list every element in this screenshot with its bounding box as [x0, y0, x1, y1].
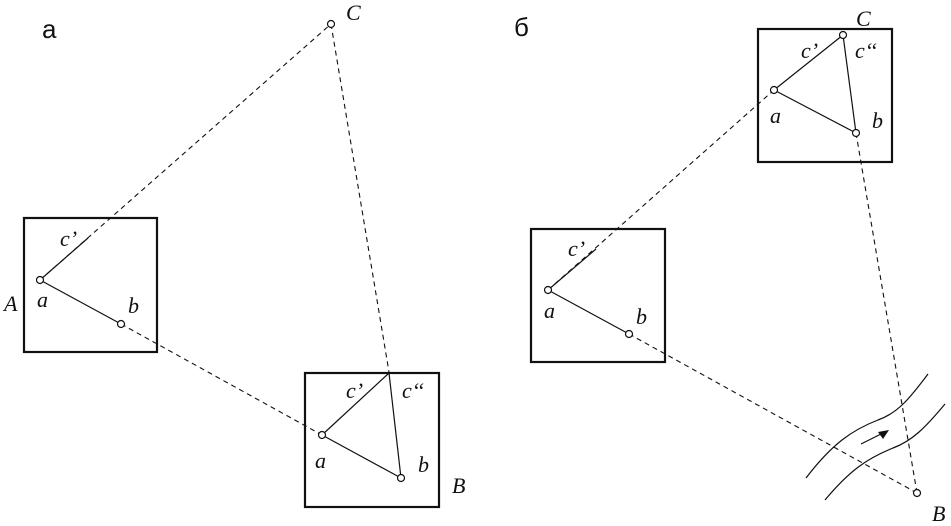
label-c-double-2: c‘‘ — [402, 378, 424, 403]
point-c-2-b — [838, 30, 848, 40]
label-b-1: b — [128, 293, 139, 318]
target-c-label-b: C — [856, 6, 871, 31]
base-line-ab-1-b — [547, 289, 630, 335]
point-b-1 — [116, 319, 126, 329]
label-c-prime-2: c’ — [346, 378, 363, 403]
label-a-1: a — [37, 287, 48, 312]
plane-table-2-b — [756, 27, 894, 164]
point-a-1 — [35, 275, 45, 285]
label-c-prime-2-b: c’ — [801, 38, 818, 63]
label-c-prime-1: c’ — [60, 226, 77, 251]
target-c-label: C — [346, 0, 361, 25]
station-b-label: B — [452, 473, 465, 498]
label-b-2: b — [418, 452, 429, 477]
point-b-2 — [396, 473, 406, 483]
river-bank-lower — [824, 403, 946, 501]
label-a-2: a — [315, 448, 326, 473]
direction-c-prime-2 — [321, 372, 390, 436]
point-b-1-b — [624, 329, 634, 339]
base-line-ab-2 — [321, 434, 402, 479]
station-b-label-b: B — [932, 501, 945, 526]
sight-line-c-to-b-b — [855, 132, 918, 494]
point-a-2-b — [769, 85, 779, 95]
station-b-point-b — [912, 488, 922, 498]
direction-c-prime-1 — [39, 237, 89, 281]
panel-b-label: б — [514, 12, 529, 42]
flow-arrow-icon — [878, 430, 889, 439]
direction-c-prime-2-b — [773, 34, 844, 91]
sight-line-b-to-b — [628, 333, 918, 494]
target-point-c — [326, 19, 336, 29]
sight-line-b-to-a — [120, 323, 323, 436]
sight-line-a-to-c — [39, 23, 332, 281]
label-b-1-b: b — [636, 304, 647, 329]
panel-b: б a b c’ a b c’ c‘‘ C B — [514, 6, 946, 526]
direction-c-double-2-b — [842, 34, 857, 134]
direction-c-double-2 — [388, 372, 402, 479]
label-a-2-b: a — [770, 103, 781, 128]
base-line-ab-2-b — [773, 89, 857, 134]
point-a-1-b — [543, 285, 553, 295]
river-bank-upper — [805, 373, 929, 479]
sight-line-c-to-b — [330, 23, 390, 373]
point-a-2 — [317, 430, 327, 440]
plane-table-b — [303, 371, 441, 509]
direction-c-prime-1-b — [547, 248, 597, 291]
label-c-double-2-b: c‘‘ — [855, 38, 877, 63]
label-c-prime-1-b: c’ — [568, 236, 585, 261]
panel-a: а a b c’ A a b c’ c‘‘ B C — [2, 0, 465, 509]
plane-table-a — [22, 216, 159, 354]
base-line-ab-1 — [39, 279, 122, 325]
plane-table-1-b — [529, 227, 667, 364]
label-a-1-b: a — [544, 298, 555, 323]
point-b-2-b — [851, 128, 861, 138]
label-b-2-b: b — [872, 108, 883, 133]
station-a-label: A — [2, 291, 18, 316]
panel-a-label: а — [42, 14, 57, 44]
